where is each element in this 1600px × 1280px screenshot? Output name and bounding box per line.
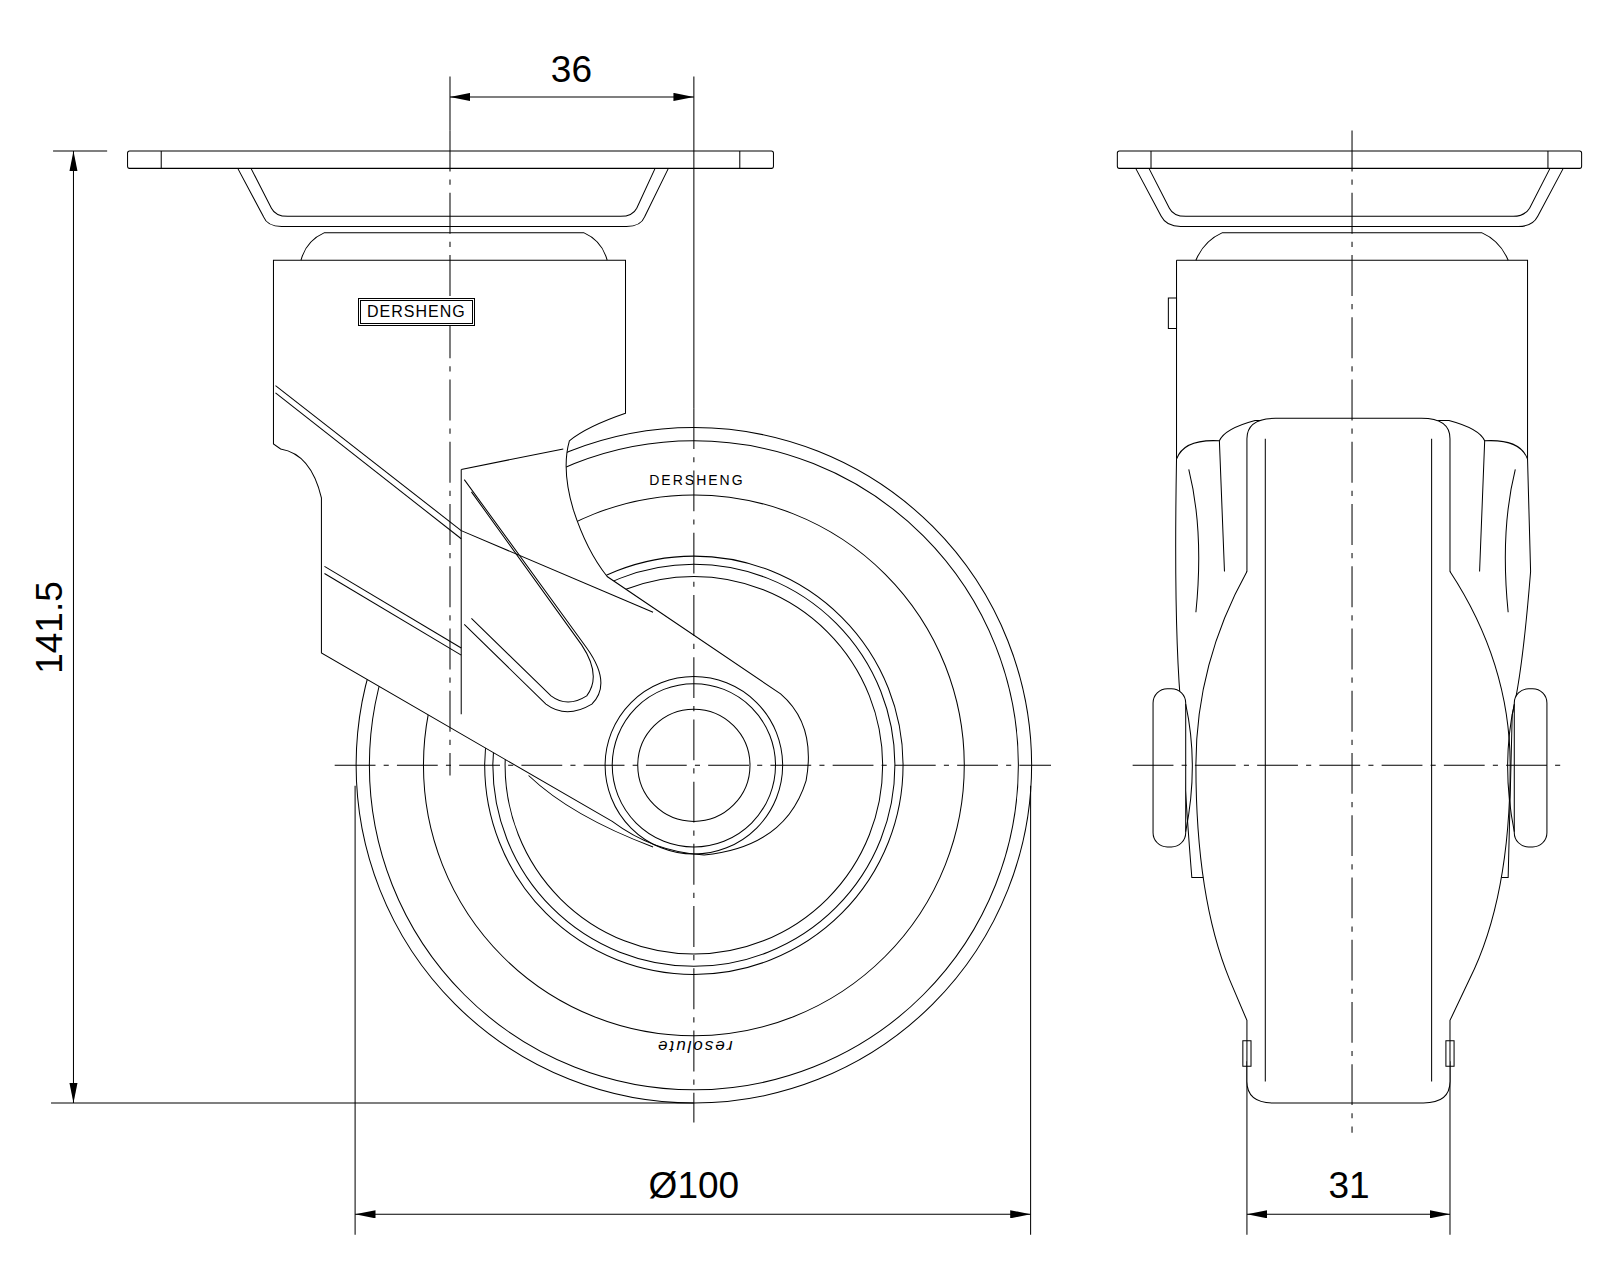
fork-front — [273, 260, 808, 855]
dimension-value: 31 — [1328, 1167, 1369, 1204]
dimension-value: 36 — [551, 51, 592, 88]
brand-plate: DERSHENG — [358, 298, 475, 326]
dimension-value: 141.5 — [30, 581, 67, 674]
center-lines — [335, 131, 1051, 1123]
center-lines-side — [1133, 131, 1567, 1133]
brand-text: DERSHENG — [367, 304, 466, 320]
dimension-value: Ø100 — [649, 1167, 740, 1204]
hub-front — [605, 677, 783, 855]
side-view — [1117, 151, 1581, 1103]
wheel-brand-mark: resolute — [656, 1038, 732, 1055]
top-plate-front — [128, 151, 774, 260]
wheel-brand-mark: DERSHENG — [649, 473, 744, 487]
